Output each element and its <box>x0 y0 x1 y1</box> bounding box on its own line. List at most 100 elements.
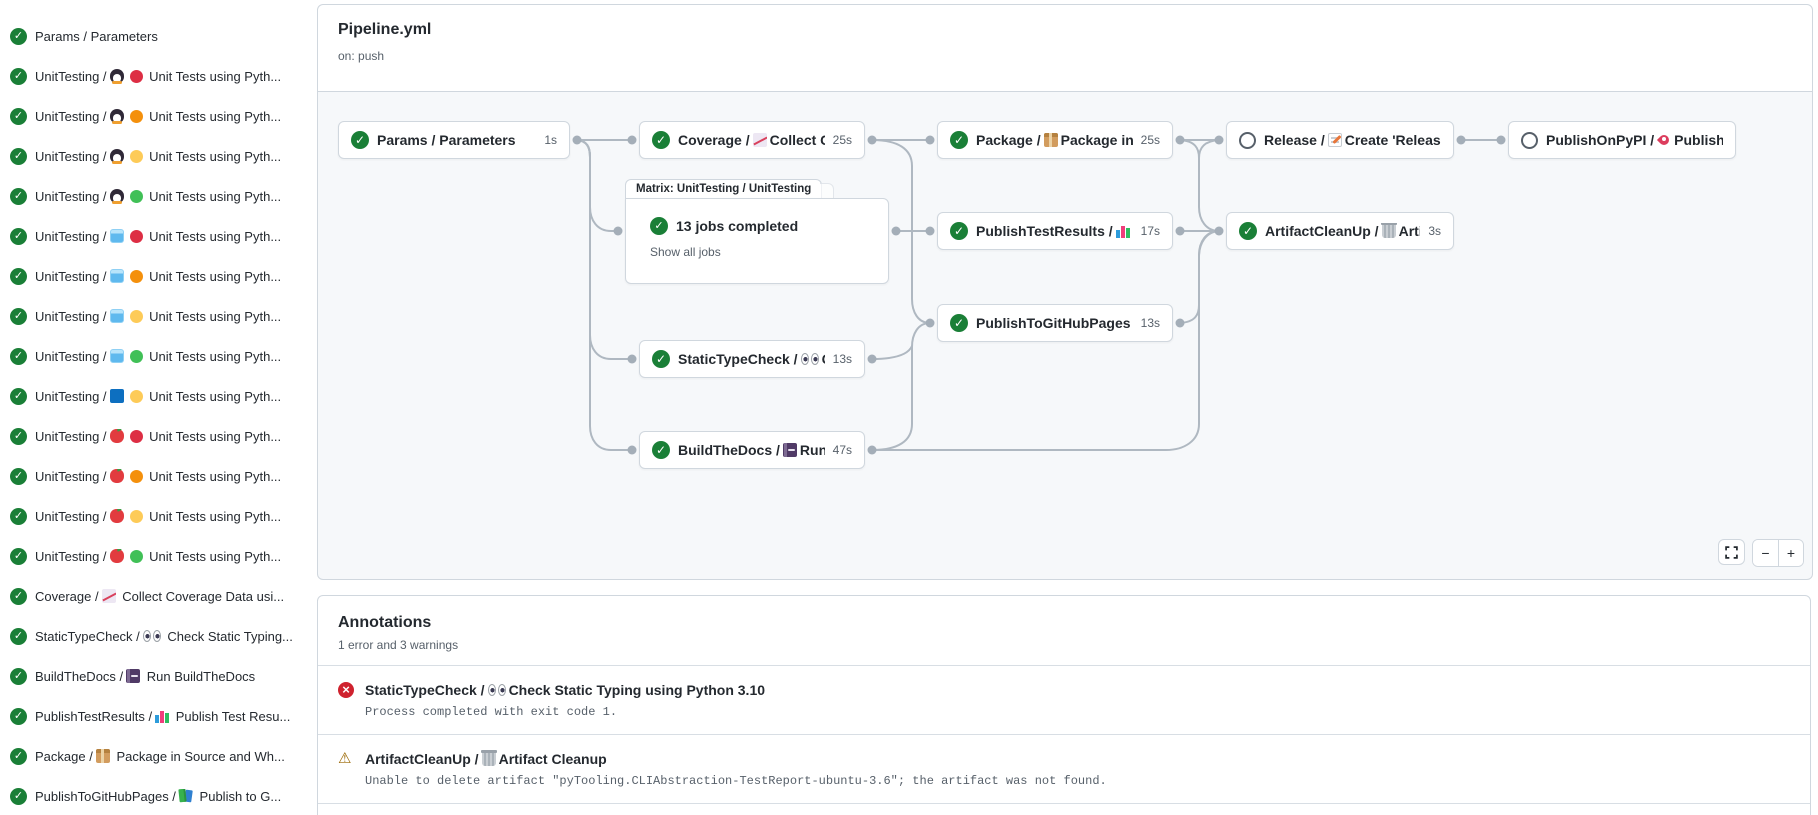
red-circle-icon <box>129 429 143 443</box>
sidebar-item-package[interactable]: Package / Package in Source and Wh... <box>0 736 314 776</box>
job-duration: 13s <box>1140 316 1160 330</box>
yellow-circle-icon <box>129 389 143 403</box>
chart-increasing-icon <box>752 133 767 147</box>
annotation-title[interactable]: ArtifactCleanUp /Artifact Cleanup <box>365 750 607 767</box>
fullscreen-button[interactable] <box>1718 539 1745 565</box>
success-icon <box>652 131 670 149</box>
job-node-artifactcleanup[interactable]: ArtifactCleanUp /Artifac... 3s <box>1226 212 1454 250</box>
orange-circle-icon <box>129 109 143 123</box>
error-icon <box>338 681 354 698</box>
notebook-icon <box>126 668 141 683</box>
sidebar-item-unittesting[interactable]: UnitTesting / Unit Tests using Pyth... <box>0 376 314 416</box>
success-icon <box>10 627 27 645</box>
success-icon <box>10 747 27 765</box>
job-node-buildthedocs[interactable]: BuildTheDocs /Run Buil... 47s <box>639 431 865 469</box>
job-node-publishonpypi[interactable]: PublishOnPyPI /Publish to ... <box>1508 121 1736 159</box>
job-node-statictypecheck[interactable]: StaticTypeCheck /Chec... 13s <box>639 340 865 378</box>
zoom-in-button[interactable]: + <box>1778 540 1803 566</box>
success-icon <box>10 227 27 245</box>
annotation-title[interactable]: StaticTypeCheck /Check Static Typing usi… <box>365 682 766 698</box>
job-node-coverage[interactable]: Coverage /Collect Cove... 25s <box>639 121 865 159</box>
success-icon <box>10 507 27 525</box>
sidebar-item-publishtestresults[interactable]: PublishTestResults / Publish Test Resu..… <box>0 696 314 736</box>
notebook-icon <box>782 443 797 457</box>
sidebar-item-statictypecheck[interactable]: StaticTypeCheck / Check Static Typing... <box>0 616 314 656</box>
success-icon <box>652 441 670 459</box>
sidebar-item-buildthedocs[interactable]: BuildTheDocs / Run BuildTheDocs <box>0 656 314 696</box>
package-icon <box>95 748 110 763</box>
sidebar-item-unittesting[interactable]: UnitTesting / Unit Tests using Pyth... <box>0 96 314 136</box>
sidebar-item-unittesting[interactable]: UnitTesting / Unit Tests using Pyth... <box>0 336 314 376</box>
sidebar-item-coverage[interactable]: Coverage / Collect Coverage Data usi... <box>0 576 314 616</box>
sidebar-item-unittesting[interactable]: UnitTesting / Unit Tests using Pyth... <box>0 176 314 216</box>
success-icon <box>10 667 27 685</box>
job-label: UnitTesting / Unit Tests using Pyth... <box>35 508 282 524</box>
success-icon <box>950 222 968 240</box>
annotations-title: Annotations <box>338 614 432 631</box>
skipped-icon <box>1239 131 1256 149</box>
success-icon <box>10 547 27 565</box>
sidebar-item-unittesting[interactable]: UnitTesting / Unit Tests using Pyth... <box>0 496 314 536</box>
matrix-node-unittesting[interactable]: 13 jobs completed Show all jobs <box>625 198 889 284</box>
job-label: StaticTypeCheck / Check Static Typing... <box>35 628 293 644</box>
ice-cube-icon <box>109 348 124 363</box>
job-node-label: Params / Parameters <box>377 132 516 148</box>
job-node-label: PublishOnPyPI /Publish to ... <box>1546 132 1723 148</box>
linux-icon <box>109 148 124 164</box>
sidebar-item-unittesting[interactable]: UnitTesting / Unit Tests using Pyth... <box>0 136 314 176</box>
success-icon <box>351 131 369 149</box>
zoom-out-button[interactable]: − <box>1753 540 1778 566</box>
linux-icon <box>109 68 124 84</box>
workflow-trigger: on: push <box>338 49 385 63</box>
sidebar-item-unittesting[interactable]: UnitTesting / Unit Tests using Pyth... <box>0 216 314 256</box>
success-icon <box>10 187 27 205</box>
success-icon <box>650 217 668 235</box>
sidebar-item-unittesting[interactable]: UnitTesting / Unit Tests using Pyth... <box>0 56 314 96</box>
green-circle-icon <box>129 349 143 363</box>
job-node-label: ArtifactCleanUp /Artifac... <box>1265 223 1420 239</box>
annotation-detail: Unable to delete artifact "pyTooling.CLI… <box>365 774 1107 788</box>
show-all-jobs-link[interactable]: Show all jobs <box>650 245 721 259</box>
job-node-params[interactable]: Params / Parameters 1s <box>338 121 570 159</box>
sidebar-item-params[interactable]: Params / Parameters <box>0 16 314 56</box>
job-label: UnitTesting / Unit Tests using Pyth... <box>35 348 282 364</box>
books-icon <box>179 789 193 803</box>
graph-header: Pipeline.yml on: push <box>318 5 1812 92</box>
error-icon-wrap <box>338 681 355 720</box>
chart-increasing-icon <box>101 588 116 603</box>
job-node-publishtogithubpages[interactable]: PublishToGitHubPages /... 13s <box>937 304 1173 342</box>
job-node-release[interactable]: Release /Create 'Release P... <box>1226 121 1454 159</box>
matrix-status-text: 13 jobs completed <box>676 218 799 234</box>
annotation-error-row: StaticTypeCheck /Check Static Typing usi… <box>318 666 1810 735</box>
job-label: UnitTesting / Unit Tests using Pyth... <box>35 268 282 284</box>
sidebar-item-unittesting[interactable]: UnitTesting / Unit Tests using Pyth... <box>0 456 314 496</box>
sidebar-item-publishtogithubpages[interactable]: PublishToGitHubPages / Publish to G... <box>0 776 314 815</box>
success-icon <box>652 350 670 368</box>
job-node-package[interactable]: Package /Package in So... 25s <box>937 121 1173 159</box>
orange-circle-icon <box>129 469 143 483</box>
job-node-publishtestresults[interactable]: PublishTestResults /Pu... 17s <box>937 212 1173 250</box>
trash-icon <box>480 750 497 766</box>
success-icon <box>10 307 27 325</box>
success-icon <box>10 587 27 605</box>
job-duration: 25s <box>1140 133 1160 147</box>
sidebar-item-unittesting[interactable]: UnitTesting / Unit Tests using Pyth... <box>0 416 314 456</box>
sidebar-item-unittesting[interactable]: UnitTesting / Unit Tests using Pyth... <box>0 256 314 296</box>
success-icon <box>10 267 27 285</box>
success-icon <box>10 787 27 805</box>
success-icon <box>950 131 968 149</box>
job-label: UnitTesting / Unit Tests using Pyth... <box>35 468 282 484</box>
red-circle-icon <box>129 229 143 243</box>
job-label: Coverage / Collect Coverage Data usi... <box>35 588 285 604</box>
job-label: UnitTesting / Unit Tests using Pyth... <box>35 68 282 84</box>
job-node-label: Coverage /Collect Cove... <box>678 132 825 148</box>
linux-icon <box>109 188 124 204</box>
success-icon <box>10 387 27 405</box>
success-icon <box>10 707 27 725</box>
sidebar-item-unittesting[interactable]: UnitTesting / Unit Tests using Pyth... <box>0 536 314 576</box>
bar-chart-icon <box>1115 224 1130 238</box>
trash-icon <box>1380 223 1397 238</box>
yellow-circle-icon <box>129 509 143 523</box>
sidebar-item-unittesting[interactable]: UnitTesting / Unit Tests using Pyth... <box>0 296 314 336</box>
job-node-label: PublishToGitHubPages /... <box>976 315 1133 331</box>
